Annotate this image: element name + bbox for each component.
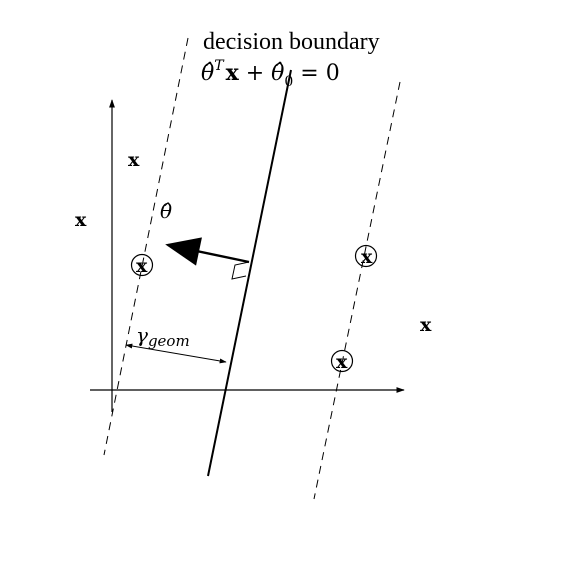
top-x-label: x: [128, 149, 140, 171]
eq-plus: +: [239, 61, 271, 86]
eq-sub0: 0: [284, 74, 293, 90]
gamma-symbol: γ: [136, 323, 148, 347]
decision-boundary-line: [207, 69, 292, 477]
theta-hat-vector: [165, 237, 250, 266]
eq-theta0: θ̂: [271, 61, 284, 86]
point-label: x: [361, 246, 373, 268]
theta-hat-label: θ̂: [160, 199, 172, 223]
y-axis-label: x: [75, 209, 87, 231]
eq-equals: = 0: [293, 61, 339, 86]
right-angle-marker: [231, 261, 250, 280]
gamma-subscript: geom: [148, 332, 190, 350]
point-label: x: [136, 255, 148, 277]
support-vector-right-top: x: [354, 244, 378, 268]
support-vector-right-bottom: x: [330, 349, 354, 373]
gamma-geom-label: γgeom: [136, 323, 190, 350]
support-vector-left: x: [130, 253, 154, 277]
decision-boundary-label: decision boundary: [203, 29, 380, 55]
decision-boundary-equation: θ̂Tx + θ̂0 = 0: [201, 58, 340, 90]
eq-transpose: T: [214, 58, 225, 74]
gamma-geom-arrow: [125, 343, 227, 364]
x-axis-label: x: [420, 314, 432, 336]
eq-x: x: [226, 60, 240, 86]
svg-text:γgeom: γgeom: [136, 323, 190, 350]
left-margin-line: [103, 37, 189, 456]
eq-theta: θ̂: [201, 61, 214, 86]
right-margin-line: [313, 81, 401, 500]
svg-text:θ̂Tx + θ̂0 = 0: θ̂Tx + θ̂0 = 0: [201, 58, 340, 90]
point-label: x: [336, 351, 348, 373]
